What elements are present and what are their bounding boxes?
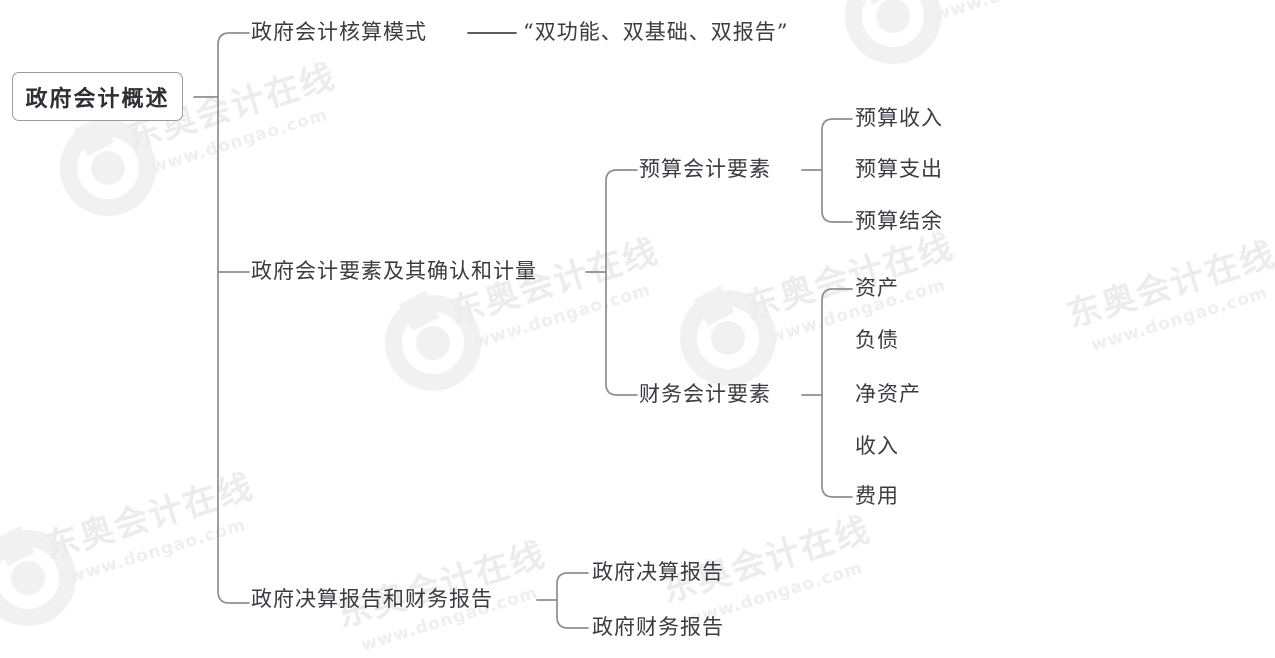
leaf-node-revenue[interactable]: 收入	[855, 436, 899, 457]
leaf-node-net-assets[interactable]: 净资产	[855, 384, 921, 405]
leaf-label: 预算支出	[855, 157, 943, 181]
subbranch-label: 财务会计要素	[639, 382, 771, 406]
root-node-label: 政府会计概述	[25, 85, 170, 112]
leaf-node-budget-surplus[interactable]: 预算结余	[855, 211, 943, 232]
leaf-node-assets[interactable]: 资产	[855, 278, 899, 299]
root-node[interactable]: 政府会计概述	[12, 72, 183, 121]
branch-node-accounting-mode[interactable]: 政府会计核算模式	[251, 22, 427, 43]
leaf-label: 净资产	[855, 382, 921, 406]
level1-bracket	[217, 32, 250, 604]
branch-label: 政府会计要素及其确认和计量	[251, 259, 537, 283]
leaf-node-final-accounts-report[interactable]: 政府决算报告	[592, 562, 724, 583]
leaf-label: 负债	[855, 328, 899, 352]
branch-note-accounting-mode: “双功能、双基础、双报告”	[523, 22, 788, 43]
leaf-node-liabilities[interactable]: 负债	[855, 330, 899, 351]
subbranch-label: 预算会计要素	[639, 157, 771, 181]
branch-note-text: “双功能、双基础、双报告”	[523, 20, 789, 44]
branch-label: 政府决算报告和财务报告	[251, 587, 493, 611]
subbranch-node-budget-elements[interactable]: 预算会计要素	[639, 159, 771, 180]
leaf-label: 收入	[855, 434, 899, 458]
branch-label: 政府会计核算模式	[251, 20, 427, 44]
branch-node-accounting-elements[interactable]: 政府会计要素及其确认和计量	[251, 261, 537, 282]
leaf-label: 政府决算报告	[592, 560, 724, 584]
leaf-label: 政府财务报告	[592, 615, 724, 639]
leaf-node-expenses[interactable]: 费用	[855, 486, 899, 507]
leaf-node-budget-expenditure[interactable]: 预算支出	[855, 159, 943, 180]
level3-bracket-budget	[821, 118, 853, 223]
leaf-node-financial-report[interactable]: 政府财务报告	[592, 617, 724, 638]
leaf-label: 预算结余	[855, 209, 943, 233]
leaf-label: 资产	[855, 276, 899, 300]
leaf-node-budget-revenue[interactable]: 预算收入	[855, 108, 943, 129]
level2-bracket-reports	[556, 572, 589, 629]
leaf-label: 费用	[855, 484, 899, 508]
leaf-label: 预算收入	[855, 106, 943, 130]
level3-bracket-financial	[821, 288, 853, 498]
subbranch-node-financial-elements[interactable]: 财务会计要素	[639, 384, 771, 405]
level2-bracket	[605, 169, 638, 396]
branch-node-reports[interactable]: 政府决算报告和财务报告	[251, 589, 493, 610]
